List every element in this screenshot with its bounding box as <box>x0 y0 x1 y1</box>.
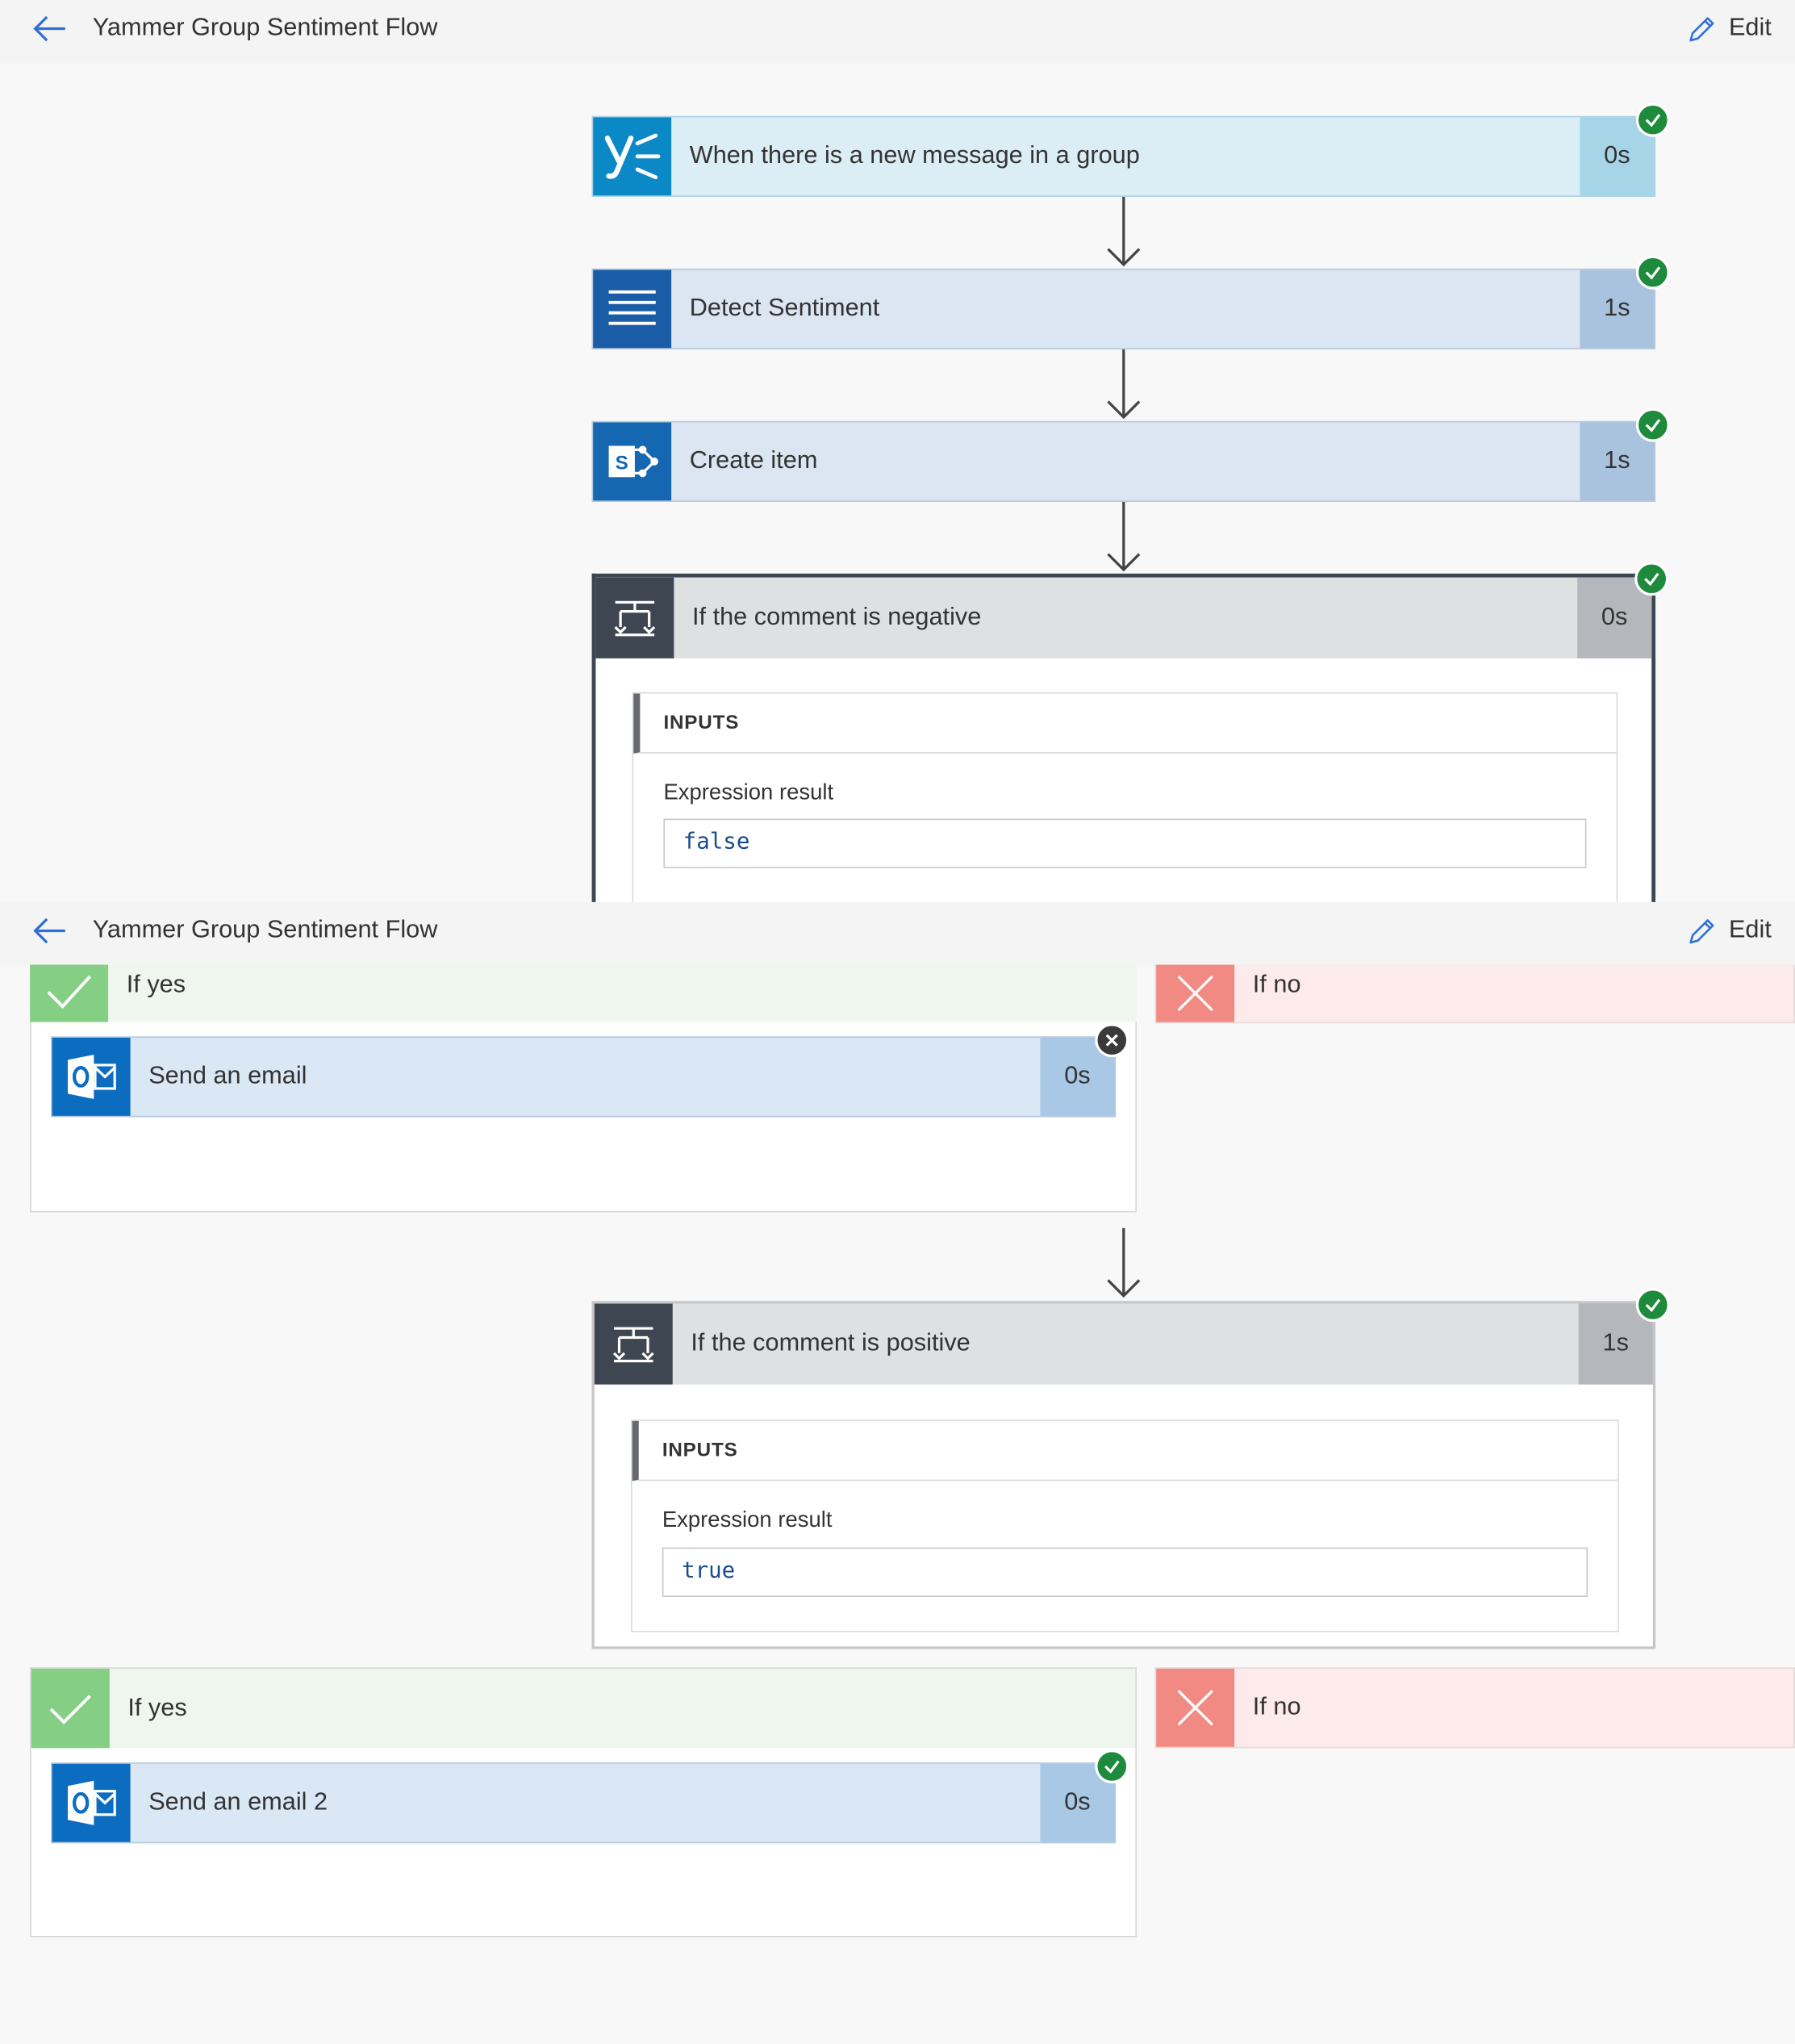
step-card-detect-sentiment[interactable]: Detect Sentiment 1s <box>591 268 1656 349</box>
branch-no-label: If no <box>1252 1693 1301 1721</box>
x-icon <box>1156 964 1235 1022</box>
checkmark-icon <box>30 964 109 1022</box>
condition-card-positive[interactable]: If the comment is positive 1s INPUTS Exp… <box>591 1301 1656 1649</box>
back-button[interactable] <box>31 915 68 947</box>
branch-no-header[interactable]: If no <box>1154 964 1795 1024</box>
condition-header[interactable]: If the comment is positive 1s <box>594 1303 1653 1385</box>
action-title: Send an email 2 <box>148 1788 328 1816</box>
page-title: Yammer Group Sentiment Flow <box>92 14 438 42</box>
branch-yes-body: Send an email 2 0s <box>30 1748 1137 1937</box>
inputs-heading: INPUTS <box>633 693 1617 754</box>
edit-button[interactable]: Edit <box>1687 913 1772 949</box>
action-card-send-an-email-2[interactable]: Send an email 2 0s <box>51 1762 1117 1844</box>
condition-header[interactable]: If the comment is negative 0s <box>595 577 1652 658</box>
inputs-panel: INPUTS Expression result false <box>632 692 1618 902</box>
expression-result-label: Expression result <box>662 1507 833 1532</box>
success-check-icon <box>1095 1749 1129 1784</box>
edit-button[interactable]: Edit <box>1687 10 1772 47</box>
flow-arrow-icon <box>1107 501 1141 572</box>
checkmark-icon <box>31 1668 110 1749</box>
expression-result-value[interactable]: false <box>663 818 1587 868</box>
inputs-panel: INPUTS Expression result true <box>631 1419 1619 1632</box>
yammer-icon <box>593 117 672 196</box>
expression-result-label: Expression result <box>663 780 834 805</box>
branch-yes-label: If yes <box>126 971 186 999</box>
action-title: Send an email <box>148 1062 307 1090</box>
branch-yes-header[interactable]: If yes <box>30 964 1137 1022</box>
outlook-icon <box>52 1763 131 1842</box>
inputs-heading: INPUTS <box>632 1420 1618 1482</box>
outlook-icon <box>52 1037 131 1116</box>
pencil-icon <box>1689 919 1714 944</box>
flow-arrow-icon <box>1107 196 1141 267</box>
pencil-icon <box>1689 17 1714 42</box>
condition-icon <box>594 1303 673 1385</box>
branch-yes-body: Send an email 0s <box>30 1022 1137 1213</box>
top-bar: Yammer Group Sentiment Flow Edit <box>0 0 1795 63</box>
step-title: Detect Sentiment <box>689 295 880 323</box>
flow-arrow-icon <box>1107 1227 1141 1298</box>
edit-label: Edit <box>1728 14 1772 42</box>
step-title: Create item <box>689 447 818 475</box>
branch-no-header[interactable]: If no <box>1154 1667 1795 1749</box>
edit-label: Edit <box>1728 916 1772 944</box>
step-card-yammer-trigger[interactable]: When there is a new message in a group 0… <box>591 115 1656 197</box>
svg-text:S: S <box>616 453 628 474</box>
sharepoint-icon: S <box>593 422 672 501</box>
branch-yes-header[interactable]: If yes <box>30 1667 1137 1749</box>
success-check-icon <box>1635 102 1670 137</box>
back-arrow-icon <box>33 15 65 42</box>
condition-duration: 0s <box>1577 577 1652 658</box>
success-check-icon <box>1635 255 1670 290</box>
expression-result-value[interactable]: true <box>662 1547 1588 1597</box>
skipped-x-icon <box>1095 1023 1129 1058</box>
top-bar: Yammer Group Sentiment Flow Edit <box>0 901 1795 965</box>
step-title: When there is a new message in a group <box>689 142 1140 170</box>
action-card-send-an-email[interactable]: Send an email 0s <box>51 1036 1117 1118</box>
condition-title: If the comment is positive <box>691 1329 971 1357</box>
flow-arrow-icon <box>1107 349 1141 420</box>
condition-icon <box>595 577 674 658</box>
success-check-icon <box>1634 562 1669 596</box>
back-button[interactable] <box>31 13 68 44</box>
success-check-icon <box>1635 408 1670 442</box>
condition-card-negative[interactable]: If the comment is negative 0s INPUTS Exp… <box>591 573 1656 902</box>
success-check-icon <box>1635 1288 1670 1323</box>
branch-yes-label: If yes <box>127 1695 187 1723</box>
text-analytics-icon <box>593 270 672 349</box>
step-duration: 1s <box>1580 422 1655 501</box>
branch-no-label: If no <box>1252 971 1301 999</box>
x-icon <box>1156 1668 1235 1747</box>
page-title: Yammer Group Sentiment Flow <box>92 916 438 944</box>
step-card-create-item[interactable]: S Create item 1s <box>591 420 1656 502</box>
back-arrow-icon <box>33 918 65 944</box>
condition-title: If the comment is negative <box>691 603 982 631</box>
